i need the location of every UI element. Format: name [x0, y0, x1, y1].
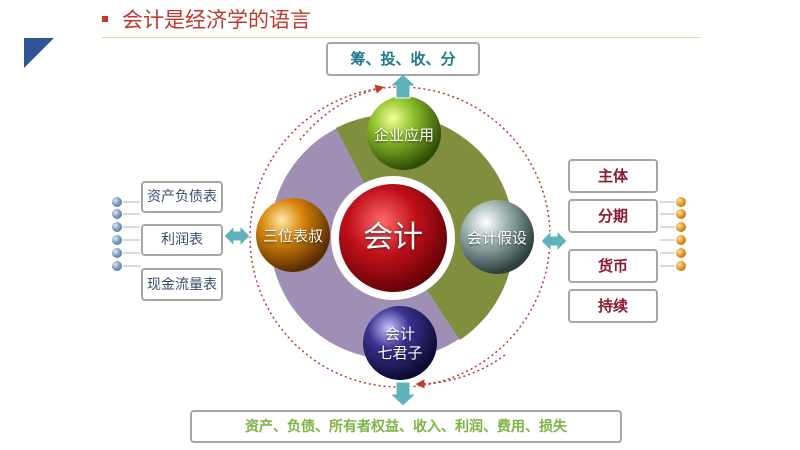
left-box-balance-sheet: 资产负债表: [141, 181, 223, 213]
sphere-bottom: [363, 306, 437, 380]
sphere-left: [256, 198, 330, 272]
arrow-left-double-icon: [223, 224, 251, 248]
sphere-top: [367, 96, 441, 170]
corner-triangle-decoration: [24, 38, 54, 68]
center-label: 会计: [363, 220, 423, 255]
arrow-right-double-icon: [540, 229, 568, 253]
sphere-top-label: 企业应用: [373, 126, 434, 144]
left-dot: [112, 235, 122, 245]
title-divider: [102, 37, 700, 38]
left-dot: [112, 222, 122, 232]
right-dot: [676, 222, 686, 232]
right-box-period: 分期: [568, 199, 658, 233]
center-sphere: [339, 184, 447, 292]
left-dot: [112, 209, 122, 219]
sphere-bottom-label-1: 会计: [384, 325, 415, 343]
sphere-left-label: 三位表叔: [262, 227, 323, 245]
sphere-bottom-label-2: 七君子: [377, 344, 423, 362]
left-dot: [112, 261, 122, 271]
right-box-entity: 主体: [568, 159, 658, 193]
top-box: 筹、投、收、分: [326, 42, 480, 76]
right-connectors: [660, 201, 675, 267]
left-dot: [112, 248, 122, 258]
left-dot: [112, 197, 122, 207]
left-box-cashflow-statement: 现金流量表: [141, 268, 223, 301]
right-dot: [676, 261, 686, 271]
left-connectors: [123, 201, 140, 267]
right-dot: [676, 248, 686, 258]
arrow-up-icon: [388, 73, 418, 99]
title-bar: 会计是经济学的语言: [102, 6, 700, 38]
left-box-income-statement: 利润表: [141, 224, 223, 256]
bottom-box: 资产、负债、所有者权益、收入、利润、费用、损失: [190, 410, 622, 443]
bullet-icon: [102, 16, 108, 22]
page-title: 会计是经济学的语言: [122, 8, 311, 32]
sphere-right: [460, 200, 534, 274]
right-dot: [676, 235, 686, 245]
sphere-right-label: 会计假设: [466, 229, 527, 247]
right-dot: [676, 197, 686, 207]
arrow-down-icon: [388, 381, 418, 407]
right-box-going-concern: 持续: [568, 289, 658, 323]
orbit-arrow-bottom: [415, 354, 506, 389]
right-box-currency: 货币: [568, 249, 658, 283]
right-dot: [676, 209, 686, 219]
